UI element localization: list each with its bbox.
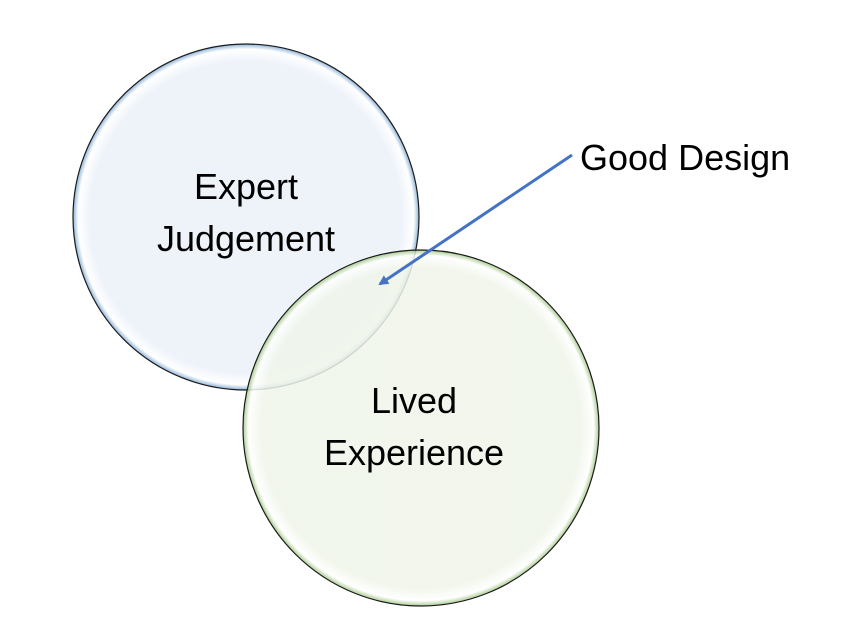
expert-judgement-label: Expert Judgement <box>156 166 336 259</box>
good-design-label: Good Design <box>580 137 791 178</box>
good-design-arrow <box>378 153 573 286</box>
lived-experience-circle <box>242 249 600 607</box>
lived-experience-label: Lived Experience <box>323 380 505 473</box>
